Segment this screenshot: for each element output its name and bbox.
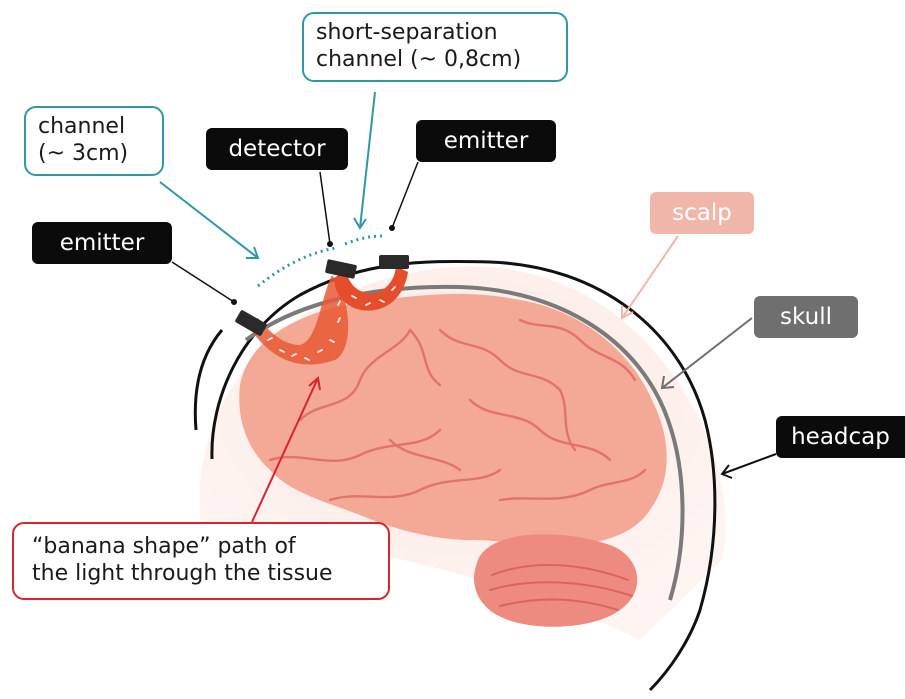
long-channel-arc: [258, 248, 336, 286]
scalp-arrow: [622, 236, 678, 318]
short-separation-line1: short-separation: [316, 20, 554, 47]
detector-label: detector: [206, 128, 348, 170]
short-channel-arc: [345, 236, 382, 244]
banana-label-line2: the light through the tissue: [32, 561, 370, 588]
short-separation-line2: channel (~ 0,8cm): [316, 47, 554, 74]
banana-label-line1: “banana shape” path of: [32, 534, 370, 561]
short-separation-label: short-separation channel (~ 0,8cm): [302, 12, 568, 82]
detector-dot: [327, 241, 333, 247]
channel-label-line2: (~ 3cm): [38, 141, 150, 168]
channel-label-line1: channel: [38, 114, 150, 141]
emitter-right-label: emitter: [416, 120, 556, 162]
emitter-right-optode: [379, 255, 409, 269]
emitter-left-optode: [235, 309, 268, 336]
channel-label: channel (~ 3cm): [24, 106, 164, 176]
emitter-right-pointer: [392, 162, 418, 228]
emitter-right-dot: [389, 225, 395, 231]
emitter-left-dot: [231, 299, 237, 305]
headcap-arrow: [722, 454, 776, 478]
cerebellum: [474, 534, 637, 626]
short-sep-arrow: [354, 92, 375, 228]
channel-arrow: [160, 182, 258, 258]
emitter-left-label: emitter: [32, 222, 172, 264]
skull-arrow: [662, 318, 752, 388]
detector-pointer: [320, 172, 330, 244]
skull-label: skull: [754, 296, 858, 338]
banana-path-label: “banana shape” path of the light through…: [12, 522, 390, 600]
headcap-label: headcap: [776, 416, 905, 458]
detector-optode: [325, 259, 357, 279]
emitter-left-pointer: [172, 262, 234, 302]
scalp-label: scalp: [650, 192, 754, 234]
